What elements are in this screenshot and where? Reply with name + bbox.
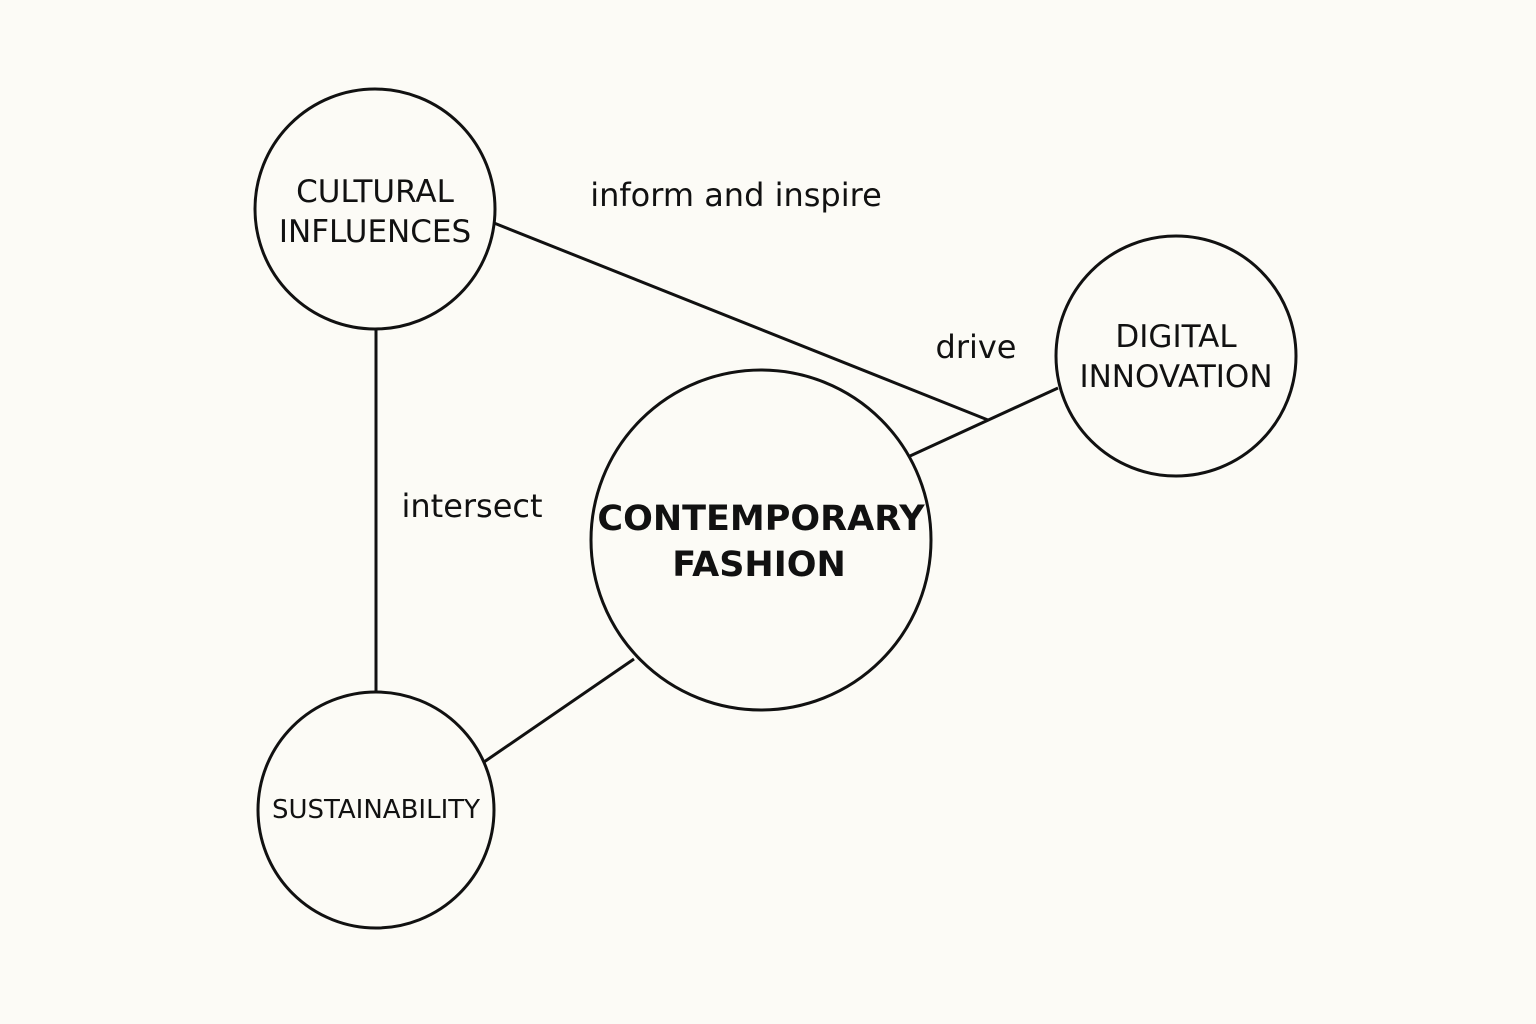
node-cultural-influences-line-2: INFLUENCES [279, 214, 471, 250]
edge-label-drive: drive [936, 328, 1017, 366]
node-cultural-influences-line-1: CULTURAL [296, 174, 454, 210]
edge-cultural-to-digital-junction [493, 221, 989, 422]
node-digital-innovation-circle [1054, 234, 1298, 478]
edge-fashion-to-digital [909, 386, 1059, 458]
node-contemporary-fashion-line-2: FASHION [672, 545, 846, 585]
edge-fashion-to-sustainability [483, 657, 635, 764]
node-cultural-influences: CULTURAL INFLUENCES [253, 87, 497, 331]
node-contemporary-fashion: CONTEMPORARY FASHION [589, 368, 933, 712]
node-digital-innovation: DIGITAL INNOVATION [1054, 234, 1298, 478]
node-sustainability: SUSTAINABILITY [256, 690, 496, 930]
node-digital-innovation-line-1: DIGITAL [1115, 319, 1237, 355]
edge-label-inform: inform and inspire [590, 176, 882, 214]
node-sustainability-line-1: SUSTAINABILITY [272, 795, 480, 825]
node-contemporary-fashion-circle [589, 368, 933, 712]
node-digital-innovation-line-2: INNOVATION [1079, 359, 1272, 395]
edge-label-intersect: intersect [401, 487, 542, 525]
node-cultural-influences-circle [253, 87, 497, 331]
node-contemporary-fashion-line-1: CONTEMPORARY [597, 499, 925, 539]
node-sustainability-circle [256, 690, 496, 930]
